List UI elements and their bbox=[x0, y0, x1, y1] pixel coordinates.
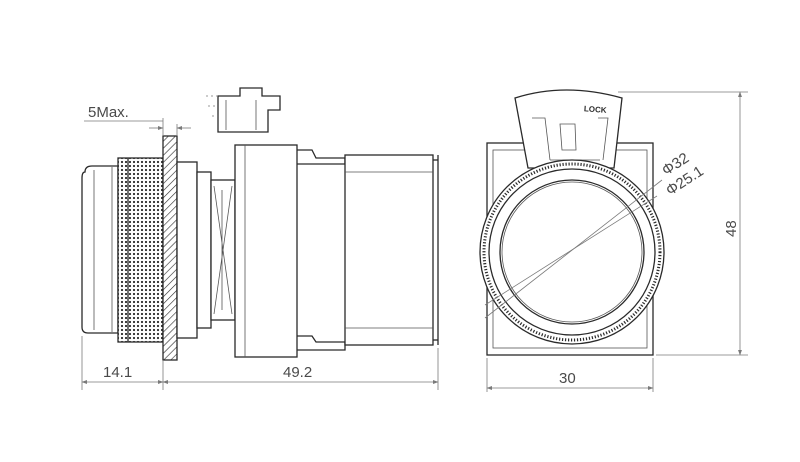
button-cap bbox=[81, 165, 119, 334]
knurled-bezel bbox=[117, 157, 164, 343]
dim-front-depth: 14.1 bbox=[103, 364, 132, 381]
dim-width: 30 bbox=[559, 370, 576, 387]
dim-body-depth: 49.2 bbox=[283, 364, 312, 381]
rear-module bbox=[344, 154, 434, 346]
lock-lever bbox=[514, 89, 623, 169]
mounting-adapter bbox=[176, 161, 198, 339]
mounting-panel bbox=[162, 135, 178, 361]
dim-panel-max: 5Max. bbox=[88, 104, 129, 121]
dim-height: 48 bbox=[723, 220, 740, 237]
front-view: LOCK bbox=[479, 89, 665, 356]
latch-label: LOCK bbox=[584, 104, 607, 115]
side-view bbox=[81, 87, 439, 361]
bezel-outer bbox=[479, 159, 665, 345]
contact-block-body bbox=[234, 144, 298, 358]
latch-clip bbox=[217, 87, 281, 133]
side-dimensions: 5Max. 14.1 49.2 bbox=[81, 104, 439, 390]
button-face bbox=[499, 179, 645, 325]
bezel-knurl bbox=[482, 162, 662, 342]
